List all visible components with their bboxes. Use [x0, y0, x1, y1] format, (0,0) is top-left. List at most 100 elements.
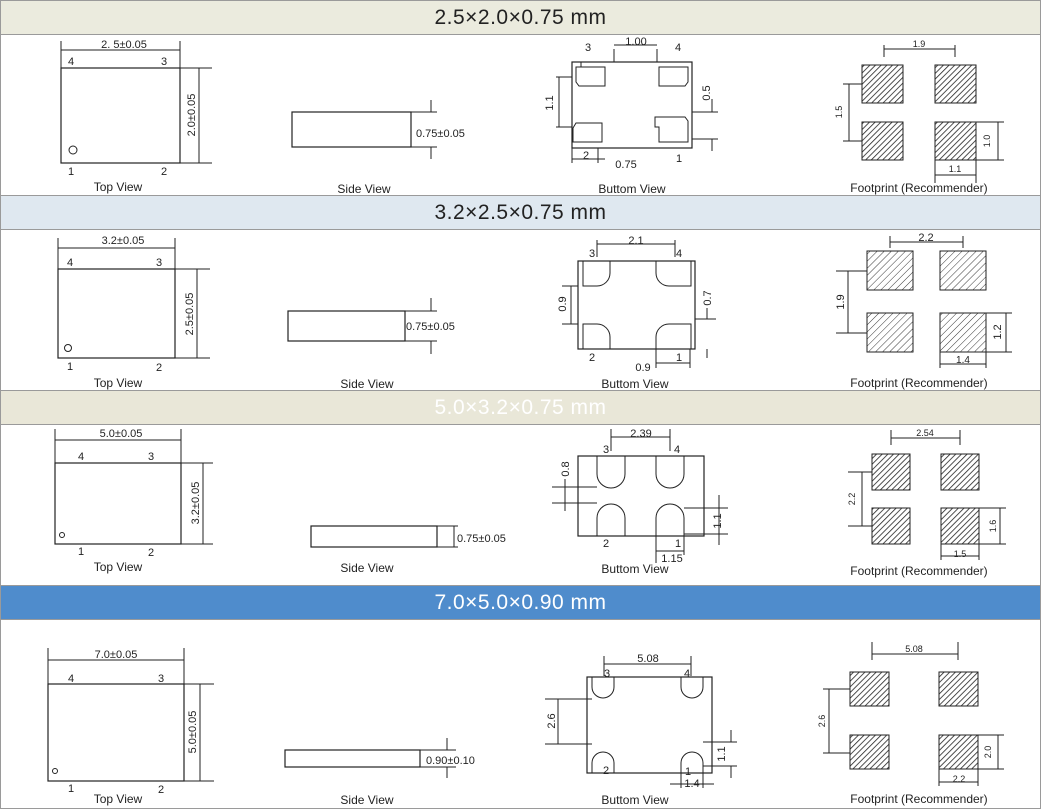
thickness-dim: 0.75±0.05 — [457, 533, 506, 545]
top-view: 7.0±0.05 5.0±0.05 4 3 1 2 Top View — [47, 648, 214, 806]
thickness-dim: 0.75±0.05 — [416, 128, 465, 140]
view-label: Buttom View — [601, 562, 668, 576]
pin-label: 2 — [589, 352, 595, 364]
pad-h-dim: 2.0 — [983, 746, 993, 759]
pin1-marker — [52, 768, 58, 774]
view-label: Top View — [94, 560, 143, 574]
pitch-x-dim: 5.08 — [905, 644, 923, 654]
width-dim: 3.2±0.05 — [102, 235, 145, 247]
pad-w-dim: 1.5 — [954, 549, 967, 559]
section-4-drawings: 7.0±0.05 5.0±0.05 4 3 1 2 Top View 0.90±… — [47, 642, 1004, 807]
land-pad — [849, 734, 890, 770]
pad-gap-dim: 0.5 — [701, 85, 713, 100]
pin-label: 1 — [68, 783, 74, 795]
section-title-text: 2.5×2.0×0.75 mm — [434, 5, 607, 29]
land-pad — [849, 671, 890, 707]
land-pad — [940, 453, 980, 491]
pin-label: 4 — [78, 451, 84, 463]
view-label: Side View — [337, 182, 390, 195]
view-label: Side View — [340, 377, 393, 390]
land-pad — [871, 453, 911, 491]
package-side — [291, 111, 412, 148]
pin1-marker — [59, 532, 65, 538]
view-label: Top View — [94, 180, 143, 194]
pitch-y-dim: 2.2 — [847, 493, 857, 506]
view-label: Footprint (Recommender) — [850, 181, 987, 195]
width-dim: 2. 5±0.05 — [101, 39, 147, 51]
pin-label: 4 — [675, 42, 681, 54]
package-bottom — [577, 260, 696, 350]
pitch-dim: 1.00 — [625, 36, 646, 48]
view-label: Buttom View — [601, 793, 668, 807]
section-2-drawings: 3.2±0.05 2.5±0.05 4 3 1 2 Top View 0.75±… — [57, 232, 1012, 390]
pitch-y-dim: 1.5 — [834, 106, 844, 119]
pin-label: 2 — [158, 784, 164, 796]
width-dim: 5.0±0.05 — [100, 428, 143, 440]
pin-label: 2 — [603, 538, 609, 550]
pitch-x-dim: 2.54 — [916, 428, 934, 438]
package-side — [284, 749, 421, 768]
land-pad — [940, 507, 980, 545]
pad-gap-dim: 1.1 — [716, 746, 728, 761]
height-dim: 2.5±0.05 — [184, 293, 196, 336]
package-side — [287, 310, 406, 342]
pin-label: 4 — [68, 56, 74, 68]
view-label: Footprint (Recommender) — [850, 792, 987, 806]
section-3-drawings: 5.0±0.05 3.2±0.05 4 3 1 2 Top View 0.75±… — [54, 428, 1006, 578]
side-view: 0.75±0.05 Side View — [310, 525, 506, 575]
package-outline — [60, 67, 181, 164]
package-side — [310, 525, 438, 548]
pin-label: 3 — [585, 42, 591, 54]
pad-w-dim: 0.75 — [615, 159, 636, 171]
footprint-view: 2.2 1.9 1.2 1.4 Footprint (Recommender) — [835, 232, 1012, 390]
height-dim: 2.0±0.05 — [186, 94, 198, 137]
pad-w-dim: 1.1 — [949, 164, 962, 174]
pad-w-dim: 1.15 — [661, 553, 682, 565]
land-pad — [871, 507, 911, 545]
section-title-text: 7.0×5.0×0.90 mm — [434, 590, 607, 614]
pin-label: 3 — [603, 444, 609, 456]
pin-label: 3 — [589, 248, 595, 260]
pin-label: 1 — [676, 352, 682, 364]
pin-label: 2 — [583, 150, 589, 162]
pin-label: 2 — [148, 547, 154, 559]
land-pad — [934, 121, 977, 161]
pad-h-dim: 1.6 — [988, 520, 998, 533]
pad-h-dim: 0.9 — [557, 296, 569, 311]
package-bottom — [586, 676, 713, 774]
package-outline — [57, 268, 176, 359]
pin-label: 1 — [675, 538, 681, 550]
footprint-view: 5.08 2.6 2.0 2.2 Footprint (Recommender) — [817, 642, 1004, 806]
pin-label: 4 — [676, 248, 682, 260]
view-label: Top View — [94, 792, 143, 806]
section-title-text: 3.2×2.5×0.75 mm — [434, 200, 607, 224]
bottom-view: 1.00 1.1 0.5 0.75 3 4 2 1 Buttom View — [544, 36, 718, 195]
section-title-1: 2.5×2.0×0.75 mm — [0, 0, 1041, 35]
pad-h-dim: 1.0 — [982, 135, 992, 148]
pad-w-dim: 0.9 — [635, 362, 650, 374]
pad-h-dim: 1.2 — [992, 324, 1004, 339]
top-view: 3.2±0.05 2.5±0.05 4 3 1 2 Top View — [57, 235, 210, 390]
section-title-3: 5.0×3.2×0.75 mm — [0, 390, 1041, 425]
view-label: Side View — [340, 561, 393, 575]
land-pad — [938, 734, 979, 770]
pad-gap-dim: 0.7 — [702, 290, 714, 305]
pin-label: 2 — [603, 765, 609, 777]
pitch-dim: 2.1 — [628, 235, 643, 247]
pin-label: 4 — [684, 668, 690, 680]
package-bottom — [571, 61, 693, 149]
pin-label: 3 — [156, 257, 162, 269]
pitch-y-dim: 2.6 — [817, 715, 827, 728]
pin-label: 1 — [685, 766, 691, 778]
thickness-dim: 0.75±0.05 — [406, 321, 455, 333]
view-label: Top View — [94, 376, 143, 390]
top-view: 5.0±0.05 3.2±0.05 4 3 1 2 Top View — [54, 428, 213, 574]
land-pad — [934, 64, 977, 104]
pin-label: 2 — [156, 362, 162, 374]
pin-label: 3 — [158, 673, 164, 685]
land-pad — [861, 121, 904, 161]
section-title-text: 5.0×3.2×0.75 mm — [434, 395, 607, 419]
view-label: Buttom View — [598, 182, 665, 195]
pin-label: 3 — [148, 451, 154, 463]
land-pad — [866, 250, 914, 291]
